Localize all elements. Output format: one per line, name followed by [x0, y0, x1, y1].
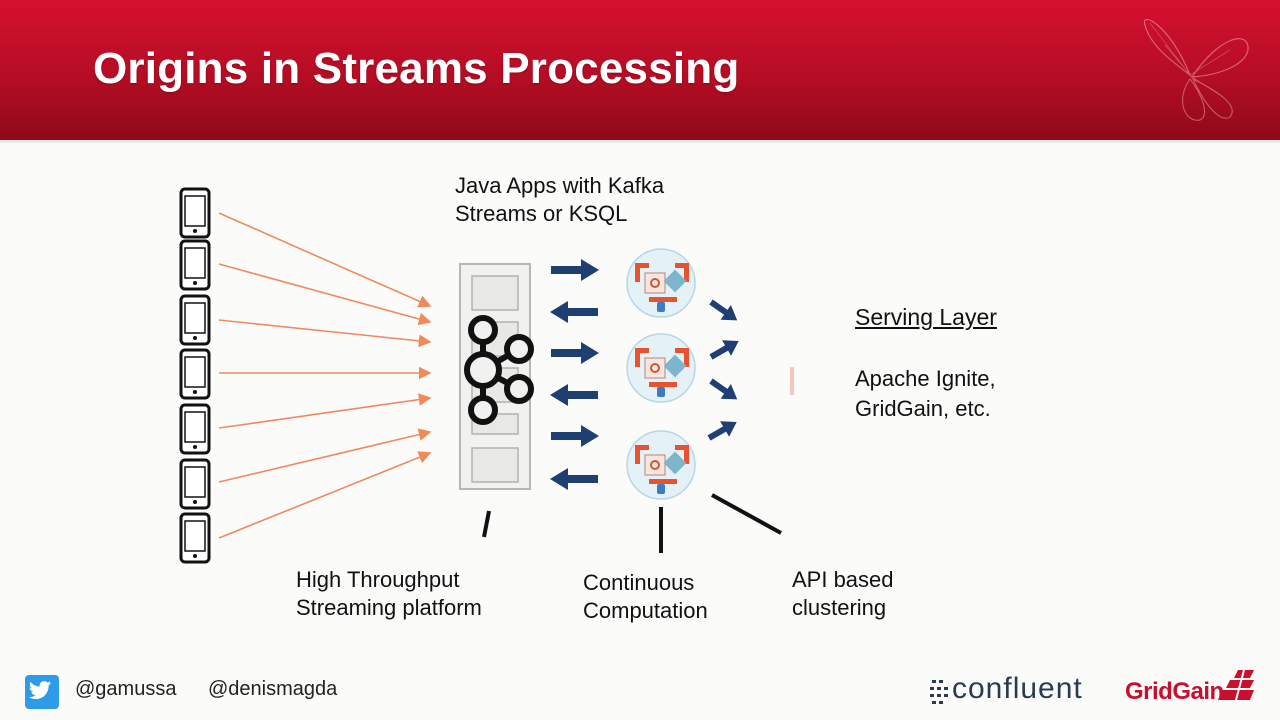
confluent-logo-text: confluent: [952, 672, 1083, 705]
phone-icon: [179, 403, 211, 455]
flow-arrow-right: [551, 425, 599, 447]
phone-icon: [179, 512, 211, 564]
platform-label-line1: High Throughput: [296, 567, 460, 592]
computation-label-line2: Computation: [583, 598, 708, 623]
app-instance-icon: [626, 248, 696, 318]
kafka-logo-icon: [464, 315, 534, 425]
platform-label-line2: Streaming platform: [296, 595, 482, 620]
source-arrows: [218, 212, 432, 539]
java-apps-label-line1: Java Apps with Kafka: [455, 173, 665, 198]
clustering-label-line2: clustering: [792, 595, 887, 620]
gridgain-logo-text: GridGain: [1125, 678, 1224, 705]
slide-header: [0, 0, 1280, 140]
app-instance-icon: [626, 430, 696, 500]
twitter-icon: [25, 675, 59, 709]
serving-arrow: [705, 294, 743, 328]
serving-layer-title: Serving Layer: [855, 304, 997, 330]
flow-arrow-left: [550, 301, 598, 323]
gridgain-logo: [1218, 669, 1254, 701]
slide-title: Origins in Streams Processing: [93, 44, 740, 93]
header-divider: [0, 140, 1280, 143]
flow-arrow-left: [550, 468, 598, 490]
platform-pointer-line: [482, 510, 491, 538]
flow-arrow-right: [551, 259, 599, 281]
clustering-label-line1: API based: [792, 567, 894, 592]
confluent-logo: [930, 680, 948, 704]
butterfly-watermark-icon: [1143, 18, 1249, 121]
serving-arrow: [704, 414, 742, 446]
serving-layer-line2: GridGain, etc.: [855, 396, 991, 421]
phone-icon: [179, 187, 211, 239]
flow-arrow-right: [551, 342, 599, 364]
serving-arrow: [706, 333, 744, 365]
clustering-pointer-line: [711, 493, 782, 535]
twitter-handle-2[interactable]: @denismagda: [208, 678, 338, 700]
phone-icon: [179, 348, 211, 400]
serving-arrow: [705, 373, 743, 407]
computation-label-line1: Continuous: [583, 570, 695, 595]
serving-layer-marker: [790, 367, 794, 395]
java-apps-label-line2: Streams or KSQL: [455, 201, 628, 226]
phone-icon: [179, 294, 211, 346]
phone-icon: [179, 239, 211, 291]
phone-icon: [179, 458, 211, 510]
serving-layer-line1: Apache Ignite,: [855, 366, 996, 391]
flow-arrow-left: [550, 384, 598, 406]
twitter-handle-1[interactable]: @gamussa: [75, 678, 177, 700]
app-instance-icon: [626, 333, 696, 403]
